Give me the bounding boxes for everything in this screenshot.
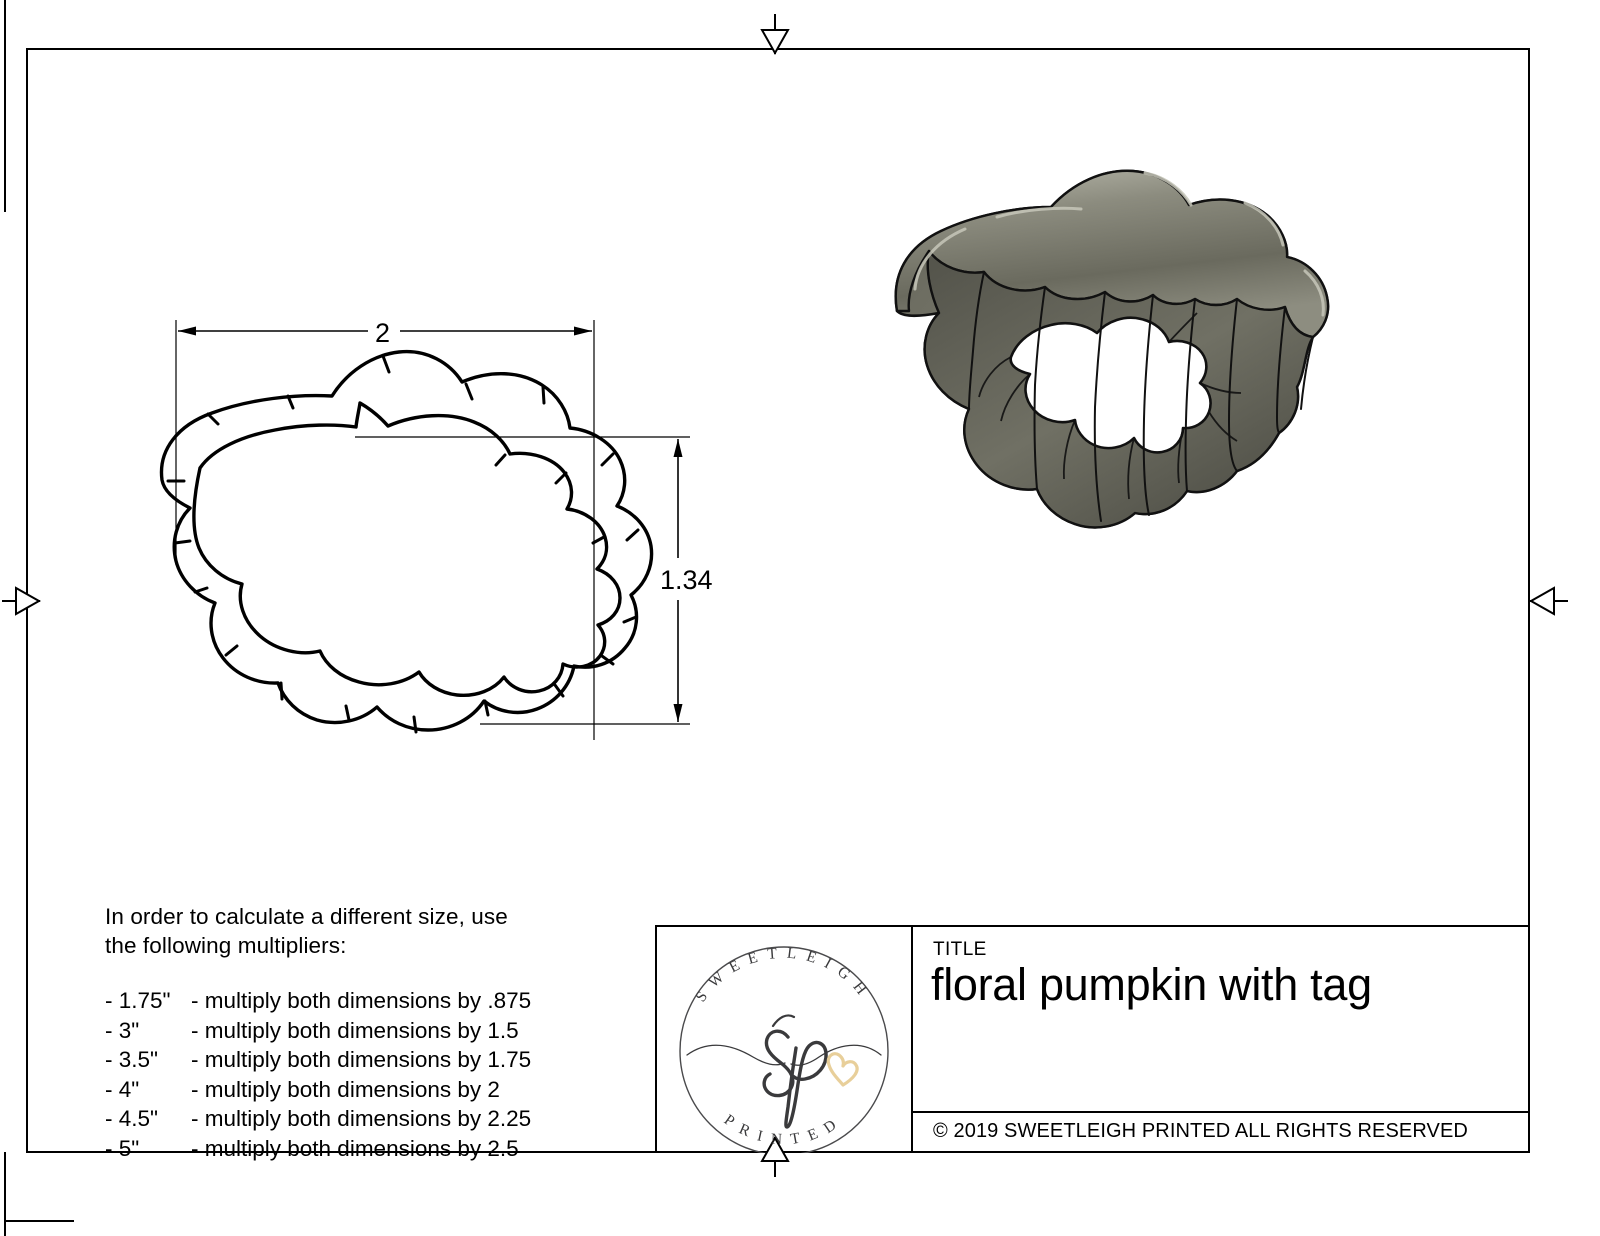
scaling-notes: In order to calculate a different size, … bbox=[105, 902, 645, 1163]
multiplier-list: - 1.75" - multiply both dimensions by .87… bbox=[105, 986, 645, 1163]
multiplier-size: - 3" bbox=[105, 1017, 140, 1043]
multiplier-text: - multiply both dimensions by 2.25 bbox=[191, 1106, 532, 1131]
notes-intro-line-1: In order to calculate a different size, … bbox=[105, 904, 508, 929]
cutter-inner-details bbox=[978, 312, 1242, 500]
inner-detail-ticks bbox=[494, 453, 606, 545]
notes-intro-line-2: the following multipliers: bbox=[105, 933, 347, 958]
multiplier-size: - 3.5" bbox=[105, 1047, 159, 1072]
width-dimension-label: 2 bbox=[368, 320, 398, 347]
title-field-label: TITLE bbox=[933, 939, 987, 960]
inner-contour bbox=[192, 401, 622, 698]
multiplier-text: - multiply both dimensions by 2 bbox=[191, 1076, 500, 1102]
multiplier-row: - 4.5" - multiply both dimensions by 2.25 bbox=[105, 1104, 645, 1134]
sheet-trim-left-top bbox=[4, 0, 6, 212]
multiplier-text: - multiply both dimensions by .875 bbox=[191, 988, 532, 1013]
dimension-lines bbox=[175, 320, 690, 740]
multiplier-size: - 5" bbox=[105, 1135, 140, 1161]
scallop-ticks bbox=[166, 354, 640, 734]
cutter-rim-highlights bbox=[913, 171, 1325, 317]
top-datum-marker bbox=[757, 14, 793, 56]
height-dimension-label: 1.34 bbox=[653, 567, 720, 594]
title-field: TITLE floral pumpkin with tag bbox=[913, 927, 1530, 1113]
multiplier-size: - 1.75" bbox=[105, 988, 171, 1013]
logo-ring bbox=[679, 946, 889, 1153]
multiplier-row: - 3.5" - multiply both dimensions by 1.75 bbox=[105, 1045, 645, 1075]
sheet-trim-bottom-left bbox=[4, 1220, 74, 1222]
outer-contour bbox=[159, 349, 654, 732]
bottom-datum-marker bbox=[757, 1135, 793, 1177]
left-datum-marker bbox=[2, 583, 42, 619]
copyright-field: © 2019 SWEETLEIGH PRINTED ALL RIGHTS RES… bbox=[913, 1113, 1530, 1153]
width-dimension bbox=[178, 326, 592, 336]
logo-heart bbox=[826, 1052, 859, 1087]
multiplier-text: - multiply both dimensions by 2.5 bbox=[191, 1135, 519, 1161]
top-view-outline bbox=[100, 300, 740, 800]
svg-text:PRINTED: PRINTED bbox=[721, 1111, 847, 1148]
logo-flourish bbox=[686, 1044, 882, 1066]
title-block: SWEETLEIGH PRINTED bbox=[655, 925, 1530, 1153]
brand-logo: SWEETLEIGH PRINTED bbox=[657, 927, 913, 1153]
multiplier-row: - 3" - multiply both dimensions by 1.5 bbox=[105, 1016, 645, 1046]
multiplier-text: - multiply both dimensions by 1.75 bbox=[191, 1047, 532, 1072]
isometric-model-view bbox=[845, 135, 1345, 605]
height-dimension bbox=[673, 439, 683, 722]
right-datum-marker bbox=[1528, 583, 1568, 619]
multiplier-row: - 1.75" - multiply both dimensions by .87… bbox=[105, 986, 645, 1016]
logo-monogram bbox=[762, 1014, 828, 1129]
multiplier-row: - 4" - multiply both dimensions by 2 bbox=[105, 1075, 645, 1105]
multiplier-size: - 4" bbox=[105, 1076, 140, 1102]
sheet-trim-left-bottom bbox=[4, 1152, 6, 1236]
title-field-value: floral pumpkin with tag bbox=[931, 959, 1372, 1010]
cutter-wall-ribs bbox=[923, 250, 1314, 522]
multiplier-size: - 4.5" bbox=[105, 1106, 159, 1131]
svg-text:SWEETLEIGH: SWEETLEIGH bbox=[692, 945, 875, 1006]
multiplier-text: - multiply both dimensions by 1.5 bbox=[191, 1017, 519, 1043]
multiplier-row: - 5" - multiply both dimensions by 2.5 bbox=[105, 1134, 645, 1164]
cutter-opening bbox=[1009, 316, 1212, 454]
copyright-text: © 2019 SWEETLEIGH PRINTED ALL RIGHTS RES… bbox=[933, 1120, 1468, 1142]
